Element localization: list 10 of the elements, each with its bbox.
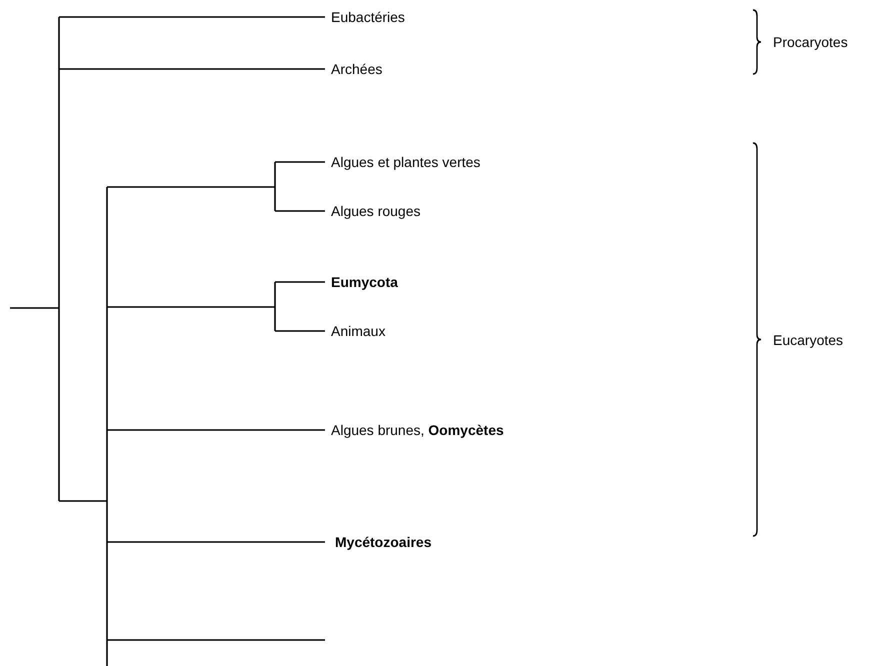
taxon-label: Archées: [331, 60, 382, 78]
taxon-label: Algues brunes, Oomycètes: [331, 421, 504, 439]
group-label: Procaryotes: [773, 33, 848, 51]
taxon-label: Animaux: [331, 322, 386, 340]
group-label: Eucaryotes: [773, 331, 844, 349]
taxon-label: Eubactéries: [331, 8, 405, 26]
taxon-label: Mycétozoaires: [335, 533, 432, 551]
taxon-label: Eumycota: [331, 273, 398, 291]
taxon-label: Algues et plantes vertes: [331, 153, 480, 171]
taxon-label: Algues rouges: [331, 202, 421, 220]
